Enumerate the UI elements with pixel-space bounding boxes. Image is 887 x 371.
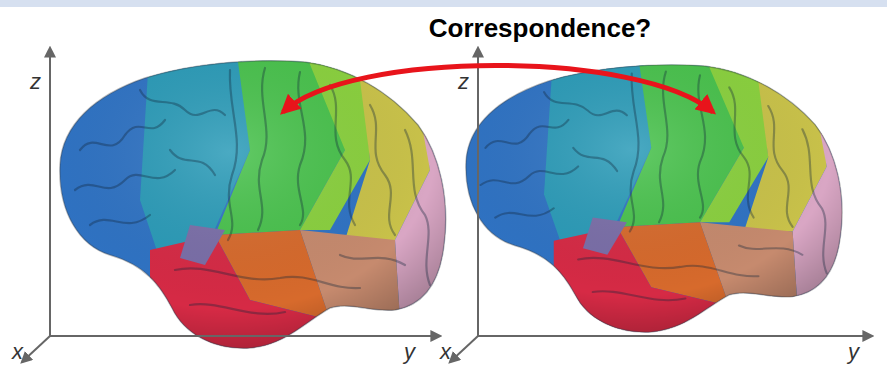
axes (22, 48, 872, 362)
axis-label: y (404, 339, 415, 365)
top-band (0, 0, 887, 7)
diagram-title: Correspondence? (429, 13, 652, 44)
axis-label: y (848, 339, 859, 365)
axis-label: z (30, 69, 41, 95)
right-brain (447, 46, 866, 344)
correspondence-arrow (283, 66, 713, 113)
left-brain (40, 40, 470, 360)
axis-label: x (12, 339, 23, 365)
axis-label: z (458, 69, 469, 95)
axis-label: x (440, 339, 451, 365)
